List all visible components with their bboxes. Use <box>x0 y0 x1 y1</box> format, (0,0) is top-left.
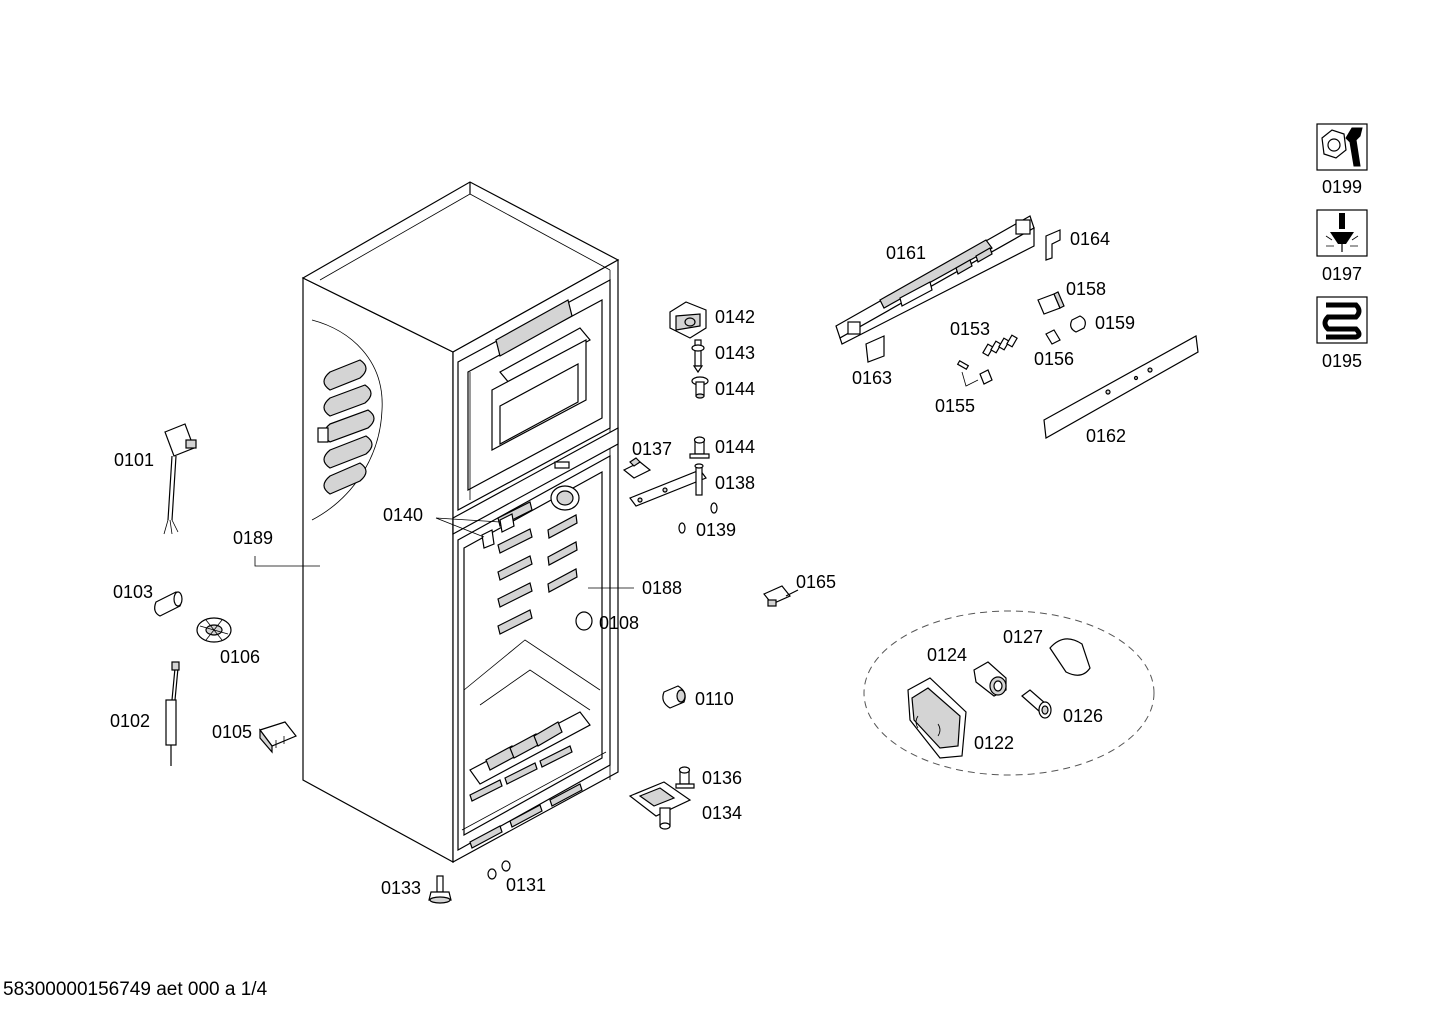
label-0162: 0162 <box>1086 426 1126 446</box>
hinge-clip-part <box>622 457 652 479</box>
label-0137: 0137 <box>632 439 672 459</box>
label-0156: 0156 <box>1034 349 1074 369</box>
label-0103: 0103 <box>113 582 153 602</box>
condenser-coil <box>311 319 383 521</box>
small-cap-0164-part <box>1045 229 1061 261</box>
label-0136: 0136 <box>702 768 742 788</box>
gasket-0127-part <box>1049 638 1091 676</box>
label-0126: 0126 <box>1063 706 1103 726</box>
label-0195: 0195 <box>1322 351 1362 371</box>
connector-block-part <box>259 721 297 754</box>
fastener-part <box>481 513 515 549</box>
washer-part <box>678 502 718 534</box>
label-0140: 0140 <box>383 505 423 525</box>
label-0134: 0134 <box>702 803 742 823</box>
part-labels: 0101 0189 0103 0106 0102 0105 0133 0131 … <box>110 177 1362 898</box>
hinge-pin-part <box>691 339 705 374</box>
screwdriver-icon <box>1316 209 1368 257</box>
grommet-wheel-part <box>196 617 232 643</box>
washers-part <box>487 860 511 880</box>
bulb-0156-part <box>1045 329 1061 345</box>
fridge-compartment <box>457 454 611 852</box>
lamp-holder-part <box>763 585 799 607</box>
label-0110: 0110 <box>695 689 734 709</box>
label-0164: 0164 <box>1070 229 1110 249</box>
label-0127: 0127 <box>1003 627 1043 647</box>
light-assembly-group <box>863 610 1155 776</box>
label-0199: 0199 <box>1322 177 1362 197</box>
connector-sleeve-part <box>154 591 183 617</box>
label-0144-upper: 0144 <box>715 379 755 399</box>
label-0155: 0155 <box>935 396 975 416</box>
switch-0158-part <box>1037 291 1065 315</box>
label-0142: 0142 <box>715 307 755 327</box>
light-strip-0162-part <box>1043 335 1199 439</box>
light-cover-0122-part <box>907 677 967 759</box>
lamp-socket-0124-part <box>973 661 1007 697</box>
temperature-sensor-part <box>165 661 180 766</box>
label-0131: 0131 <box>506 875 546 895</box>
bushing-lower-part <box>689 436 710 459</box>
insulators-0153-part <box>982 334 1018 357</box>
label-0153: 0153 <box>950 319 990 339</box>
middle-hinge-part <box>629 463 707 507</box>
hinge-pin-lower-part <box>675 766 695 789</box>
label-0188: 0188 <box>642 578 682 598</box>
drawing-reference-footer: 58300000156749 aet 000 a 1/4 <box>3 979 268 1000</box>
label-0144-lower: 0144 <box>715 437 755 457</box>
label-0189: 0189 <box>233 528 273 548</box>
label-0158: 0158 <box>1066 279 1106 299</box>
label-0161: 0161 <box>886 243 926 263</box>
label-0138: 0138 <box>715 473 755 493</box>
label-0101: 0101 <box>114 450 154 470</box>
fridge-cabinet <box>301 181 620 864</box>
label-0102: 0102 <box>110 711 150 731</box>
bulb-0159-part <box>1070 315 1086 333</box>
heating-coil-icon <box>1316 296 1368 344</box>
label-0106: 0106 <box>220 647 260 667</box>
bottom-hinge-part <box>628 781 692 830</box>
label-0143: 0143 <box>715 343 755 363</box>
bushing-upper-part <box>691 376 709 399</box>
levelling-foot-part <box>428 875 452 904</box>
bulb-0126-part <box>1021 689 1052 719</box>
wrench-nut-icon <box>1316 123 1368 171</box>
label-0108: 0108 <box>599 613 639 633</box>
control-panel-housing-part <box>835 215 1035 345</box>
cover-0163-part <box>865 335 885 363</box>
label-0165: 0165 <box>796 572 836 592</box>
hinge-cover-part <box>669 301 707 339</box>
power-cord-part <box>163 423 197 535</box>
freezer-compartment <box>457 278 611 512</box>
label-0105: 0105 <box>212 722 252 742</box>
label-0122: 0122 <box>974 733 1014 753</box>
label-0163: 0163 <box>852 368 892 388</box>
plug-part <box>575 611 593 631</box>
label-0159: 0159 <box>1095 313 1135 333</box>
label-0139: 0139 <box>696 520 736 540</box>
label-0124: 0124 <box>927 645 967 665</box>
leader-lines <box>254 517 634 589</box>
fuse-0155-part <box>956 359 993 387</box>
bumper-part <box>662 685 686 709</box>
label-0133: 0133 <box>381 878 421 898</box>
label-0197: 0197 <box>1322 264 1362 284</box>
